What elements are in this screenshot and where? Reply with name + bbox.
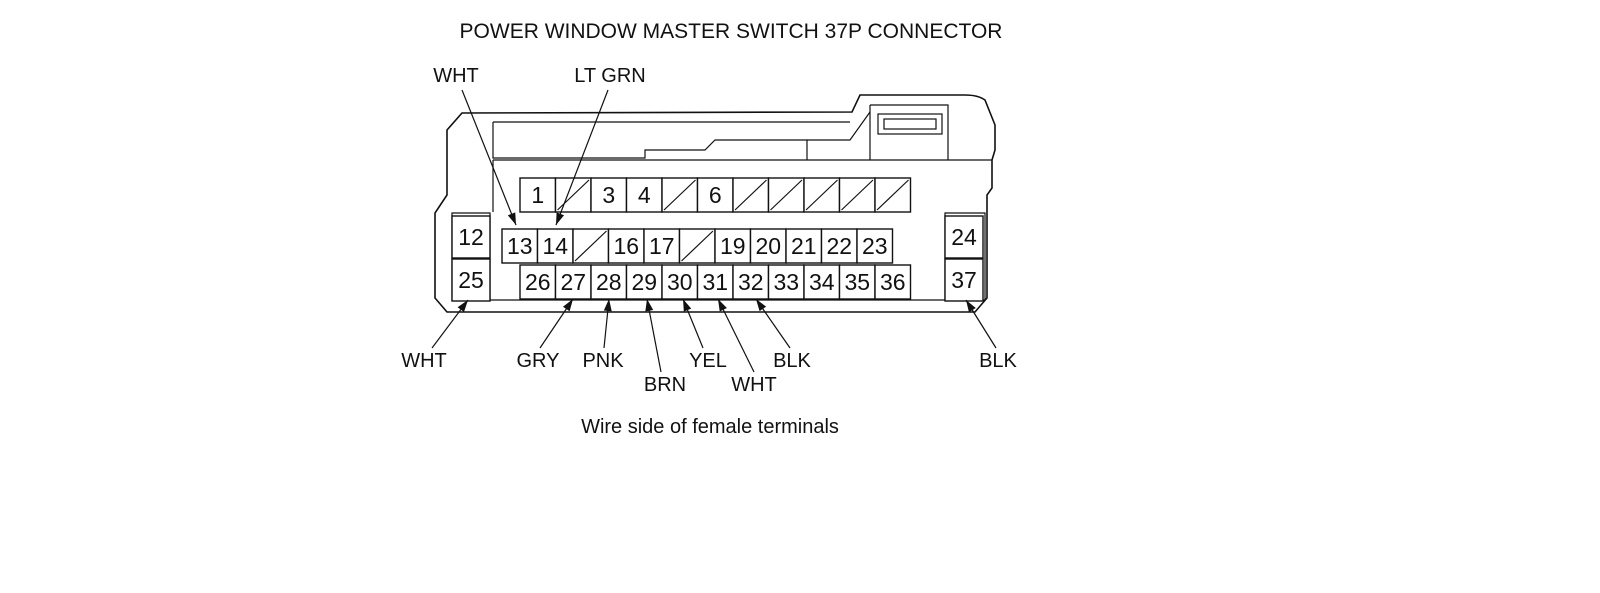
terminal-empty: [838, 177, 876, 213]
terminal-number: 35: [844, 269, 870, 295]
terminal-number: 28: [596, 269, 622, 295]
terminal-number: 34: [809, 269, 835, 295]
terminal-number: 6: [709, 182, 722, 208]
terminal-number: 23: [862, 233, 888, 259]
terminal-number: 36: [880, 269, 906, 295]
terminal-empty: [732, 177, 770, 213]
terminal-number: 22: [826, 233, 852, 259]
wire-callout-30: YEL: [682, 298, 727, 372]
terminal-number: 20: [755, 233, 781, 259]
diagram-title: POWER WINDOW MASTER SWITCH 37P CONNECTOR: [460, 20, 1003, 43]
terminal-number: 31: [702, 269, 728, 295]
terminal-number: 29: [631, 269, 657, 295]
terminal-28: 28: [590, 264, 628, 300]
terminal-number: 19: [720, 233, 746, 259]
wire-color-label: PNK: [582, 350, 624, 372]
wire-callout-27: GRY: [517, 298, 574, 372]
wire-color-label: GRY: [517, 350, 560, 372]
wire-callout-28: PNK: [582, 298, 624, 372]
wire-color-label: WHT: [401, 350, 447, 372]
terminal-27: 27: [554, 264, 592, 300]
terminal-34: 34: [803, 264, 841, 300]
terminal-number: 25: [458, 267, 484, 293]
terminal-21: 21: [785, 228, 823, 264]
wire-callout-32: BLK: [755, 298, 812, 372]
terminal-3: 3: [590, 177, 628, 213]
wire-callout-25: WHT: [401, 299, 469, 372]
terminal-number: 17: [649, 233, 675, 259]
terminal-number: 4: [638, 182, 651, 208]
terminal-number: 30: [667, 269, 693, 295]
terminal-number: 21: [791, 233, 817, 259]
wire-color-label: BLK: [773, 350, 811, 372]
wire-color-label: WHT: [731, 374, 777, 396]
terminal-number: 14: [542, 233, 568, 259]
terminal-20: 20: [749, 228, 787, 264]
wire-color-label: LT GRN: [574, 65, 646, 87]
terminal-19: 19: [714, 228, 752, 264]
terminal-empty: [803, 177, 841, 213]
terminal-empty: [678, 228, 716, 264]
wire-color-label: BRN: [644, 374, 686, 396]
wire-callout-14: LT GRN: [555, 65, 646, 226]
terminal-number: 16: [613, 233, 639, 259]
terminal-36: 36: [874, 264, 912, 300]
terminal-empty: [874, 177, 912, 213]
terminal-16: 16: [607, 228, 645, 264]
terminal-number: 32: [738, 269, 764, 295]
terminal-6: 6: [696, 177, 734, 213]
terminal-number: 27: [560, 269, 586, 295]
terminal-number: 33: [773, 269, 799, 295]
terminal-33: 33: [767, 264, 805, 300]
terminal-29: 29: [625, 264, 663, 300]
terminal-empty: [554, 177, 592, 213]
terminal-number: 12: [458, 224, 484, 250]
terminal-12: 12: [451, 215, 491, 259]
terminal-24: 24: [944, 215, 984, 259]
terminal-13: 13: [501, 228, 539, 264]
wire-callout-37: BLK: [965, 299, 1018, 372]
terminal-35: 35: [838, 264, 876, 300]
terminal-1: 1: [519, 177, 557, 213]
terminal-empty: [767, 177, 805, 213]
terminal-number: 24: [951, 224, 977, 250]
terminal-26: 26: [519, 264, 557, 300]
diagram-caption: Wire side of female terminals: [581, 416, 839, 438]
wire-callout-13: WHT: [433, 65, 517, 226]
terminal-number: 13: [507, 233, 533, 259]
terminal-number: 26: [525, 269, 551, 295]
wire-color-label: WHT: [433, 65, 479, 87]
terminal-14: 14: [536, 228, 574, 264]
terminal-23: 23: [856, 228, 894, 264]
terminal-30: 30: [661, 264, 699, 300]
wire-callout-31: WHT: [717, 298, 777, 396]
terminal-37: 37: [944, 258, 984, 302]
terminal-number: 3: [602, 182, 615, 208]
terminal-empty: [661, 177, 699, 213]
terminal-number: 37: [951, 267, 977, 293]
terminal-25: 25: [451, 258, 491, 302]
terminal-number: 1: [531, 182, 544, 208]
terminal-31: 31: [696, 264, 734, 300]
wire-color-label: YEL: [689, 350, 727, 372]
terminal-empty: [572, 228, 610, 264]
terminal-32: 32: [732, 264, 770, 300]
wire-callout-29: BRN: [644, 298, 686, 396]
wire-color-label: BLK: [979, 350, 1017, 372]
terminal-22: 22: [820, 228, 858, 264]
terminal-17: 17: [643, 228, 681, 264]
terminal-4: 4: [625, 177, 663, 213]
